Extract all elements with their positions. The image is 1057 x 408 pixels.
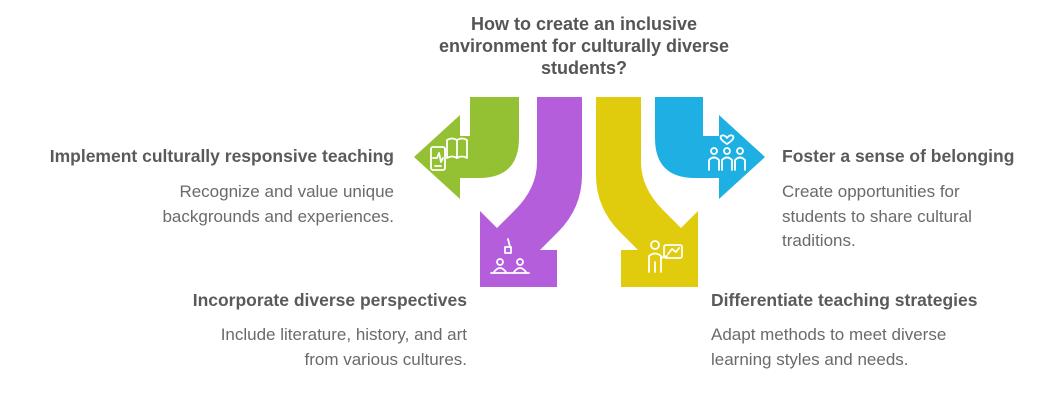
branch-description-differentiate-strategies: Adapt methods to meet diverse learning s…: [711, 325, 947, 369]
teacher-at-board-icon: [648, 240, 683, 273]
arrow-yellow: [596, 97, 698, 287]
branch-heading-sense-of-belonging: Foster a sense of belonging: [782, 146, 1015, 166]
arrow-blue-shape: [655, 97, 765, 199]
students-at-desk-icon: [490, 238, 530, 274]
arrow-green: [414, 97, 519, 199]
arrow-yellow-shape: [596, 97, 698, 287]
branch-description-sense-of-belonging: Create opportunities for students to sha…: [782, 182, 972, 250]
group-with-heart-icon: [708, 134, 746, 171]
branch-description-diverse-perspectives: Include literature, history, and art fro…: [220, 325, 467, 369]
branch-heading-culturally-responsive: Implement culturally responsive teaching: [49, 146, 394, 166]
diagram-title: How to create an inclusive environment f…: [438, 14, 730, 78]
mobile-and-book-icon: [430, 137, 468, 171]
arrow-blue: [655, 97, 765, 199]
arrow-purple: [480, 97, 582, 287]
branch-description-culturally-responsive: Recognize and value unique backgrounds a…: [162, 182, 394, 226]
branch-heading-differentiate-strategies: Differentiate teaching strategies: [711, 290, 978, 310]
branch-heading-diverse-perspectives: Incorporate diverse perspectives: [192, 290, 467, 310]
arrow-purple-shape: [480, 97, 582, 287]
